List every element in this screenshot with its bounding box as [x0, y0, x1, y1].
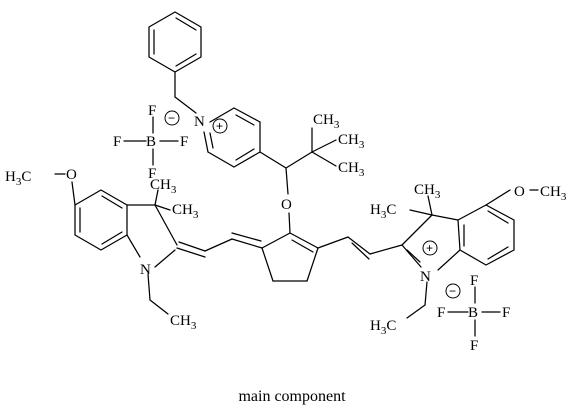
cyclopentene-ring [261, 232, 319, 282]
bf4-right-f-left: F [437, 305, 445, 321]
right-methoxy-o-label: O [514, 184, 525, 200]
bf4-left-f-left: F [113, 134, 121, 150]
left-gem-methyl-side-label: CH3 [172, 202, 199, 221]
tbu-methyl-mid-label: CH3 [338, 132, 365, 151]
pyridinium-minus-charge: − [164, 110, 180, 126]
bf4-right-f-top: F [470, 273, 478, 289]
bf4-right-f-right: F [502, 305, 510, 321]
tetrafluoroborate-left [123, 116, 179, 166]
left-ethyl-methyl-label: CH3 [170, 313, 197, 332]
bf4-right-minus-charge: − [445, 283, 461, 299]
bf4-left-b: B [146, 134, 156, 150]
tbu-methyl-top-label: CH3 [313, 112, 340, 131]
indolium-plus-charge: + [422, 240, 438, 256]
right-gem-methyl-side-label: H3C [370, 202, 396, 221]
svg-text:+: + [426, 241, 433, 255]
right-polymethine-chain [317, 236, 403, 260]
svg-text:−: − [449, 284, 456, 298]
bf4-left-f-right: F [180, 134, 188, 150]
bf4-left-f-top: F [148, 103, 156, 119]
right-methoxy-methyl-label: CH3 [540, 184, 567, 203]
bf4-right-b: B [468, 305, 478, 321]
left-polymethine-chain [176, 232, 263, 258]
right-indolium-n-label: N [420, 269, 431, 285]
ether-o-label: O [281, 197, 292, 213]
left-gem-methyl-top-label: CH3 [150, 177, 177, 196]
right-indolium [401, 189, 539, 319]
left-indoline-n-label: N [140, 262, 151, 278]
left-indoline [54, 173, 178, 315]
bf4-right-f-bottom: F [470, 338, 478, 354]
benzyl-phenyl-ring [148, 11, 202, 114]
bf4-left-f-bottom: F [148, 166, 156, 182]
tetrafluoroborate-right [447, 286, 501, 337]
pyridinium-ring [203, 107, 287, 169]
pyridinium-plus-charge: + [212, 118, 228, 134]
tbu-methyl-bottom-label: CH3 [338, 160, 365, 179]
left-methoxy-methyl-label: H3C [5, 169, 31, 188]
svg-text:+: + [216, 119, 223, 133]
figure-caption: main component [238, 388, 346, 405]
tert-butyl-linker [285, 127, 337, 195]
svg-text:−: − [168, 111, 175, 125]
right-gem-methyl-top-label: CH3 [414, 182, 441, 201]
pyridinium-n-label: N [194, 114, 205, 130]
right-ethyl-methyl-label: H3C [370, 318, 396, 337]
left-methoxy-o-label: O [66, 167, 77, 183]
